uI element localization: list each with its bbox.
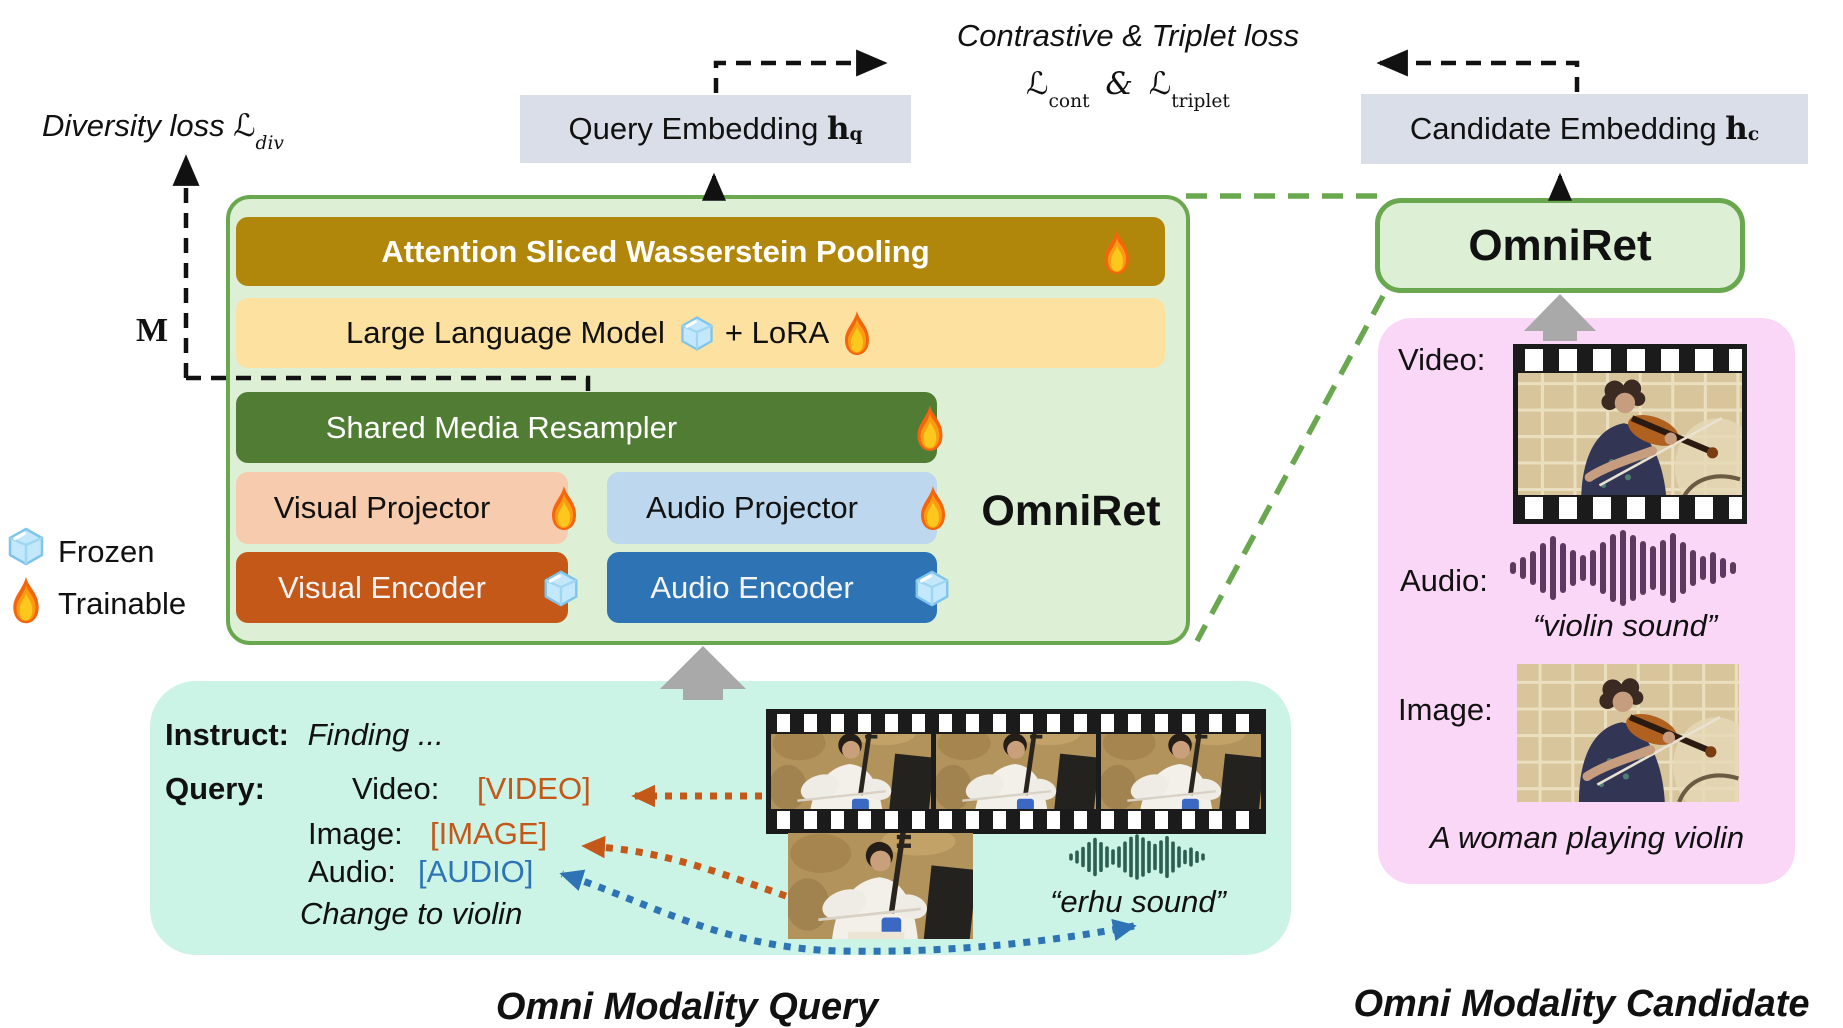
violin-waveform-icon: [1510, 530, 1736, 606]
query-audio-label: Audio:: [308, 854, 396, 889]
flame-icon: [921, 486, 945, 530]
ice-cube-icon: [680, 315, 714, 351]
attention-pooling-layer: Attention Sliced Wasserstein Pooling: [236, 217, 1165, 286]
erhu-video-frame: [936, 734, 1096, 809]
query-embedding-to-loss-arrow: [713, 49, 888, 93]
query-audio-caption: “erhu sound”: [1050, 884, 1226, 919]
query-video-filmstrip: [766, 709, 1266, 834]
ice-cube-icon: [8, 527, 44, 566]
query-image-label: Image:: [308, 816, 403, 851]
violin-video-frame: [1518, 373, 1742, 495]
query-label: Query:: [165, 771, 265, 806]
query-caption: Omni Modality Query: [495, 986, 879, 1028]
candidate-audio-caption: “violin sound”: [1532, 608, 1718, 643]
loss-formula: ℒcont & ℒtriplet: [1026, 66, 1230, 113]
query-video-label: Video:: [352, 771, 440, 806]
green-dashed-diagonal-connector: [1194, 294, 1386, 643]
image-token: [IMAGE]: [430, 816, 548, 851]
diversity-loss-label: Diversity loss ℒdiv: [42, 108, 284, 155]
violin-photo: [1517, 664, 1739, 802]
shared-media-resampler-layer: Shared Media Resampler: [236, 392, 943, 463]
candidate-video-filmstrip: [1513, 344, 1747, 524]
candidate-embedding-to-loss-arrow: [1376, 49, 1580, 92]
omniret-candidate-box: OmniRet: [1375, 198, 1745, 293]
candidate-video-label: Video:: [1398, 342, 1486, 377]
ice-cube-icon: [544, 569, 578, 607]
omniret-label: OmniRet: [981, 487, 1161, 535]
candidate-audio-label: Audio:: [1400, 563, 1488, 598]
ice-cube-icon: [915, 569, 949, 607]
candidate-text-caption: A woman playing violin: [1429, 820, 1745, 855]
erhu-photo: [788, 833, 973, 939]
filmstrip-sprockets: [1518, 349, 1742, 371]
flame-icon: [1105, 229, 1129, 274]
visual-projector-layer: Visual Projector: [236, 472, 576, 544]
erhu-video-frame: [1101, 734, 1261, 809]
filmstrip-sprockets: [1518, 497, 1742, 519]
filmstrip-sprockets: [771, 811, 1261, 829]
flame-icon: [13, 576, 39, 624]
llm-layer: Large Language Model + LoRA: [236, 298, 1165, 368]
flame-icon: [917, 404, 943, 451]
instruct-row: Instruct: Finding ...: [165, 717, 444, 752]
flame-icon: [845, 311, 870, 355]
candidate-caption: Omni Modality Candidate: [1353, 983, 1810, 1025]
flame-icon: [552, 486, 576, 530]
video-token: [VIDEO]: [477, 771, 591, 806]
audio-encoder-layer: Audio Encoder: [607, 552, 949, 623]
legend-frozen-label: Frozen: [58, 534, 155, 569]
audio-projector-layer: Audio Projector: [607, 472, 945, 544]
erhu-video-frame: [771, 734, 931, 809]
contrastive-triplet-loss-label: Contrastive & Triplet loss: [956, 18, 1300, 53]
m-tokens-label: M: [136, 312, 169, 349]
candidate-image-label: Image:: [1398, 692, 1493, 727]
legend-trainable-label: Trainable: [58, 586, 187, 621]
query-note: Change to violin: [300, 896, 523, 931]
visual-encoder-layer: Visual Encoder: [236, 552, 578, 623]
filmstrip-sprockets: [771, 714, 1261, 732]
erhu-waveform-icon: [1069, 834, 1205, 880]
audio-token: [AUDIO]: [418, 854, 534, 889]
